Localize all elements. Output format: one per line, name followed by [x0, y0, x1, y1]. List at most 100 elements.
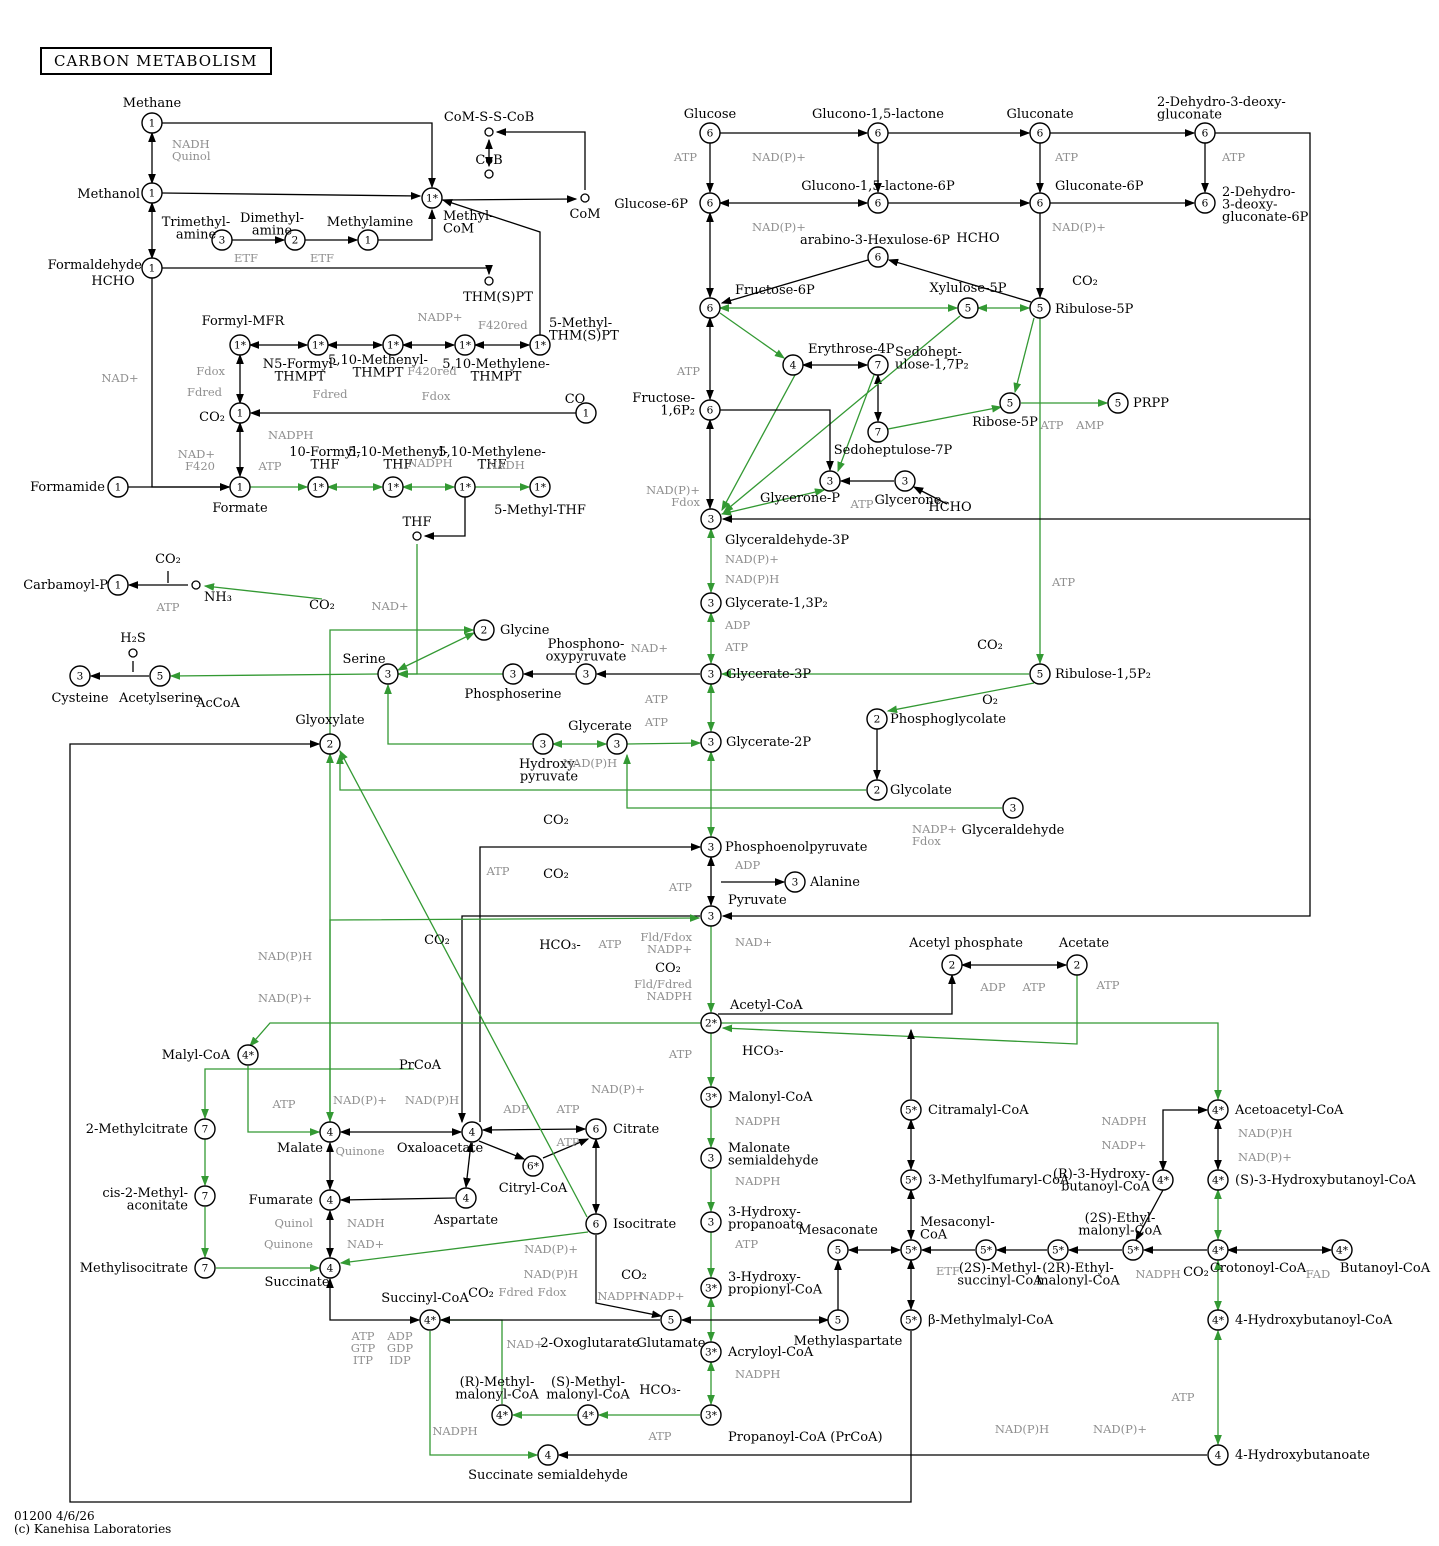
- enzyme-circle[interactable]: [194, 1185, 216, 1207]
- enzyme-node[interactable]: 6*: [522, 1155, 544, 1177]
- enzyme-circle[interactable]: [700, 1086, 722, 1108]
- enzyme-circle[interactable]: [194, 1118, 216, 1140]
- enzyme-node[interactable]: 1*: [307, 334, 329, 356]
- enzyme-circle[interactable]: [319, 1189, 341, 1211]
- enzyme-node[interactable]: 1: [357, 229, 379, 251]
- enzyme-circle[interactable]: [866, 779, 888, 801]
- enzyme-node[interactable]: 1: [141, 112, 163, 134]
- enzyme-node[interactable]: 3*: [700, 1341, 722, 1363]
- enzyme-node[interactable]: 1*: [454, 334, 476, 356]
- enzyme-node[interactable]: 3: [575, 663, 597, 685]
- enzyme-circle[interactable]: [229, 402, 251, 424]
- enzyme-circle[interactable]: [827, 1239, 849, 1261]
- enzyme-node[interactable]: 6: [585, 1118, 607, 1140]
- enzyme-node[interactable]: 6: [699, 122, 721, 144]
- enzyme-node[interactable]: 1*: [382, 476, 404, 498]
- enzyme-circle[interactable]: [700, 1012, 722, 1034]
- enzyme-node[interactable]: 2: [284, 229, 306, 251]
- enzyme-node[interactable]: 5*: [1122, 1239, 1144, 1261]
- enzyme-circle[interactable]: [700, 905, 722, 927]
- enzyme-node[interactable]: 4*: [1331, 1239, 1353, 1261]
- enzyme-circle[interactable]: [529, 334, 551, 356]
- enzyme-circle[interactable]: [69, 665, 91, 687]
- enzyme-circle[interactable]: [1029, 122, 1051, 144]
- enzyme-node[interactable]: 3: [700, 663, 722, 685]
- enzyme-node[interactable]: 6: [699, 192, 721, 214]
- enzyme-circle[interactable]: [782, 354, 804, 376]
- enzyme-circle[interactable]: [382, 334, 404, 356]
- enzyme-node[interactable]: 4*: [1207, 1169, 1229, 1191]
- enzyme-node[interactable]: 3: [377, 663, 399, 685]
- enzyme-node[interactable]: 7: [194, 1118, 216, 1140]
- enzyme-node[interactable]: 3: [700, 731, 722, 753]
- enzyme-circle[interactable]: [419, 1309, 441, 1331]
- enzyme-node[interactable]: 6: [1194, 122, 1216, 144]
- enzyme-node[interactable]: 3: [700, 592, 722, 614]
- enzyme-circle[interactable]: [867, 246, 889, 268]
- enzyme-circle[interactable]: [1152, 1169, 1174, 1191]
- enzyme-node[interactable]: 1*: [454, 476, 476, 498]
- enzyme-node[interactable]: 2: [319, 733, 341, 755]
- enzyme-node[interactable]: 3*: [700, 1404, 722, 1426]
- enzyme-circle[interactable]: [784, 871, 806, 893]
- enzyme-node[interactable]: 3*: [700, 1086, 722, 1108]
- enzyme-node[interactable]: 6: [867, 192, 889, 214]
- enzyme-node[interactable]: 5*: [900, 1239, 922, 1261]
- enzyme-circle[interactable]: [1029, 297, 1051, 319]
- enzyme-node[interactable]: 5: [827, 1239, 849, 1261]
- enzyme-circle[interactable]: [1207, 1309, 1229, 1331]
- enzyme-node[interactable]: 1: [229, 476, 251, 498]
- enzyme-circle[interactable]: [867, 354, 889, 376]
- enzyme-circle[interactable]: [319, 1121, 341, 1143]
- enzyme-circle[interactable]: [700, 836, 722, 858]
- enzyme-circle[interactable]: [421, 187, 443, 209]
- enzyme-node[interactable]: 5*: [1047, 1239, 1069, 1261]
- enzyme-node[interactable]: 1*: [529, 476, 551, 498]
- compound-circle[interactable]: [484, 127, 494, 137]
- enzyme-circle[interactable]: [700, 1147, 722, 1169]
- enzyme-circle[interactable]: [1194, 122, 1216, 144]
- enzyme-circle[interactable]: [700, 592, 722, 614]
- enzyme-node[interactable]: 4*: [1207, 1099, 1229, 1121]
- enzyme-circle[interactable]: [454, 476, 476, 498]
- enzyme-circle[interactable]: [1047, 1239, 1069, 1261]
- enzyme-circle[interactable]: [585, 1118, 607, 1140]
- enzyme-node[interactable]: 3: [784, 871, 806, 893]
- enzyme-node[interactable]: 3: [502, 663, 524, 685]
- enzyme-circle[interactable]: [502, 663, 524, 685]
- enzyme-circle[interactable]: [867, 421, 889, 443]
- enzyme-node[interactable]: 5: [827, 1309, 849, 1331]
- enzyme-circle[interactable]: [1331, 1239, 1353, 1261]
- enzyme-circle[interactable]: [1029, 663, 1051, 685]
- enzyme-node[interactable]: 5: [957, 297, 979, 319]
- enzyme-circle[interactable]: [307, 476, 329, 498]
- enzyme-circle[interactable]: [700, 508, 722, 530]
- enzyme-circle[interactable]: [454, 334, 476, 356]
- enzyme-circle[interactable]: [141, 112, 163, 134]
- enzyme-node[interactable]: 1: [107, 476, 129, 498]
- enzyme-circle[interactable]: [900, 1099, 922, 1121]
- enzyme-circle[interactable]: [700, 663, 722, 685]
- enzyme-circle[interactable]: [900, 1239, 922, 1261]
- enzyme-node[interactable]: 3: [700, 1211, 722, 1233]
- enzyme-node[interactable]: 5: [660, 1309, 682, 1331]
- enzyme-node[interactable]: 6: [699, 297, 721, 319]
- enzyme-node[interactable]: 1*: [229, 334, 251, 356]
- enzyme-node[interactable]: 5*: [900, 1309, 922, 1331]
- enzyme-circle[interactable]: [827, 1309, 849, 1331]
- enzyme-node[interactable]: 6: [1194, 192, 1216, 214]
- enzyme-circle[interactable]: [319, 1257, 341, 1279]
- enzyme-node[interactable]: 4: [319, 1189, 341, 1211]
- enzyme-circle[interactable]: [141, 182, 163, 204]
- enzyme-node[interactable]: 4: [782, 354, 804, 376]
- enzyme-circle[interactable]: [700, 1211, 722, 1233]
- enzyme-circle[interactable]: [461, 1121, 483, 1143]
- enzyme-circle[interactable]: [700, 1404, 722, 1426]
- enzyme-circle[interactable]: [229, 476, 251, 498]
- enzyme-node[interactable]: 4*: [1207, 1239, 1229, 1261]
- enzyme-node[interactable]: 2: [941, 954, 963, 976]
- enzyme-node[interactable]: 2: [1066, 954, 1088, 976]
- enzyme-node[interactable]: 5: [1029, 663, 1051, 685]
- enzyme-node[interactable]: 6: [585, 1213, 607, 1235]
- enzyme-circle[interactable]: [1029, 192, 1051, 214]
